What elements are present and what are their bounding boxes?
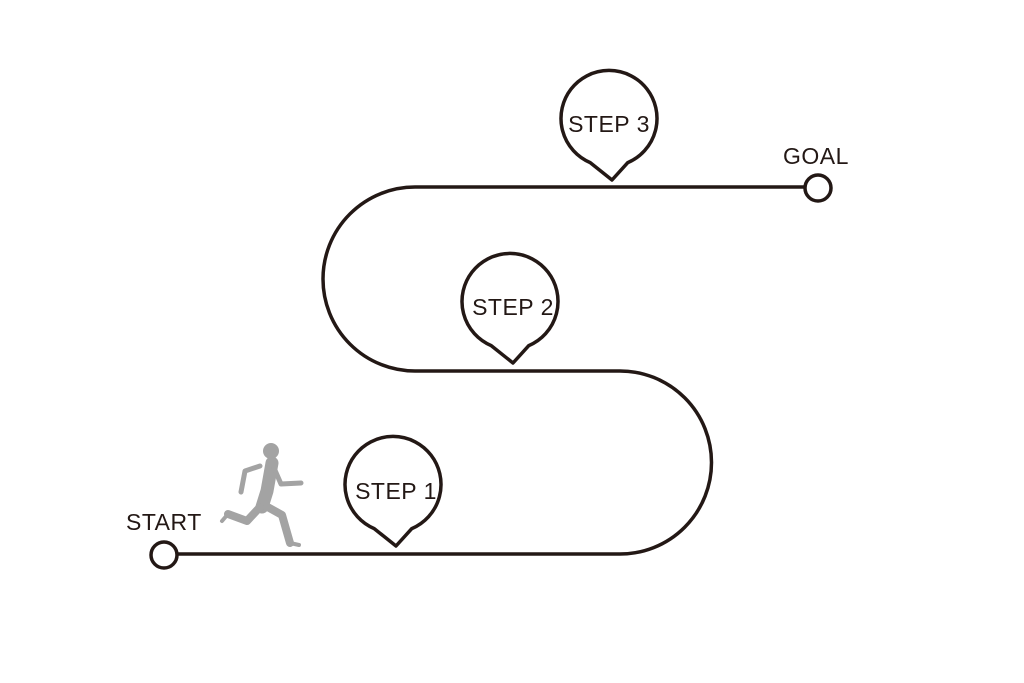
step3-label: STEP 3 <box>568 111 650 137</box>
goal-node <box>803 173 833 203</box>
step1-label: STEP 1 <box>355 478 437 504</box>
road-path <box>176 185 806 556</box>
start-node <box>149 540 179 570</box>
step1-bubble: STEP 1 <box>343 434 443 548</box>
step2-bubble: STEP 2 <box>460 251 560 365</box>
start-label: START <box>126 509 202 535</box>
goal-label: GOAL <box>783 143 849 169</box>
running-person-icon <box>220 443 304 547</box>
step3-bubble: STEP 3 <box>559 68 659 182</box>
step2-label: STEP 2 <box>472 294 554 320</box>
